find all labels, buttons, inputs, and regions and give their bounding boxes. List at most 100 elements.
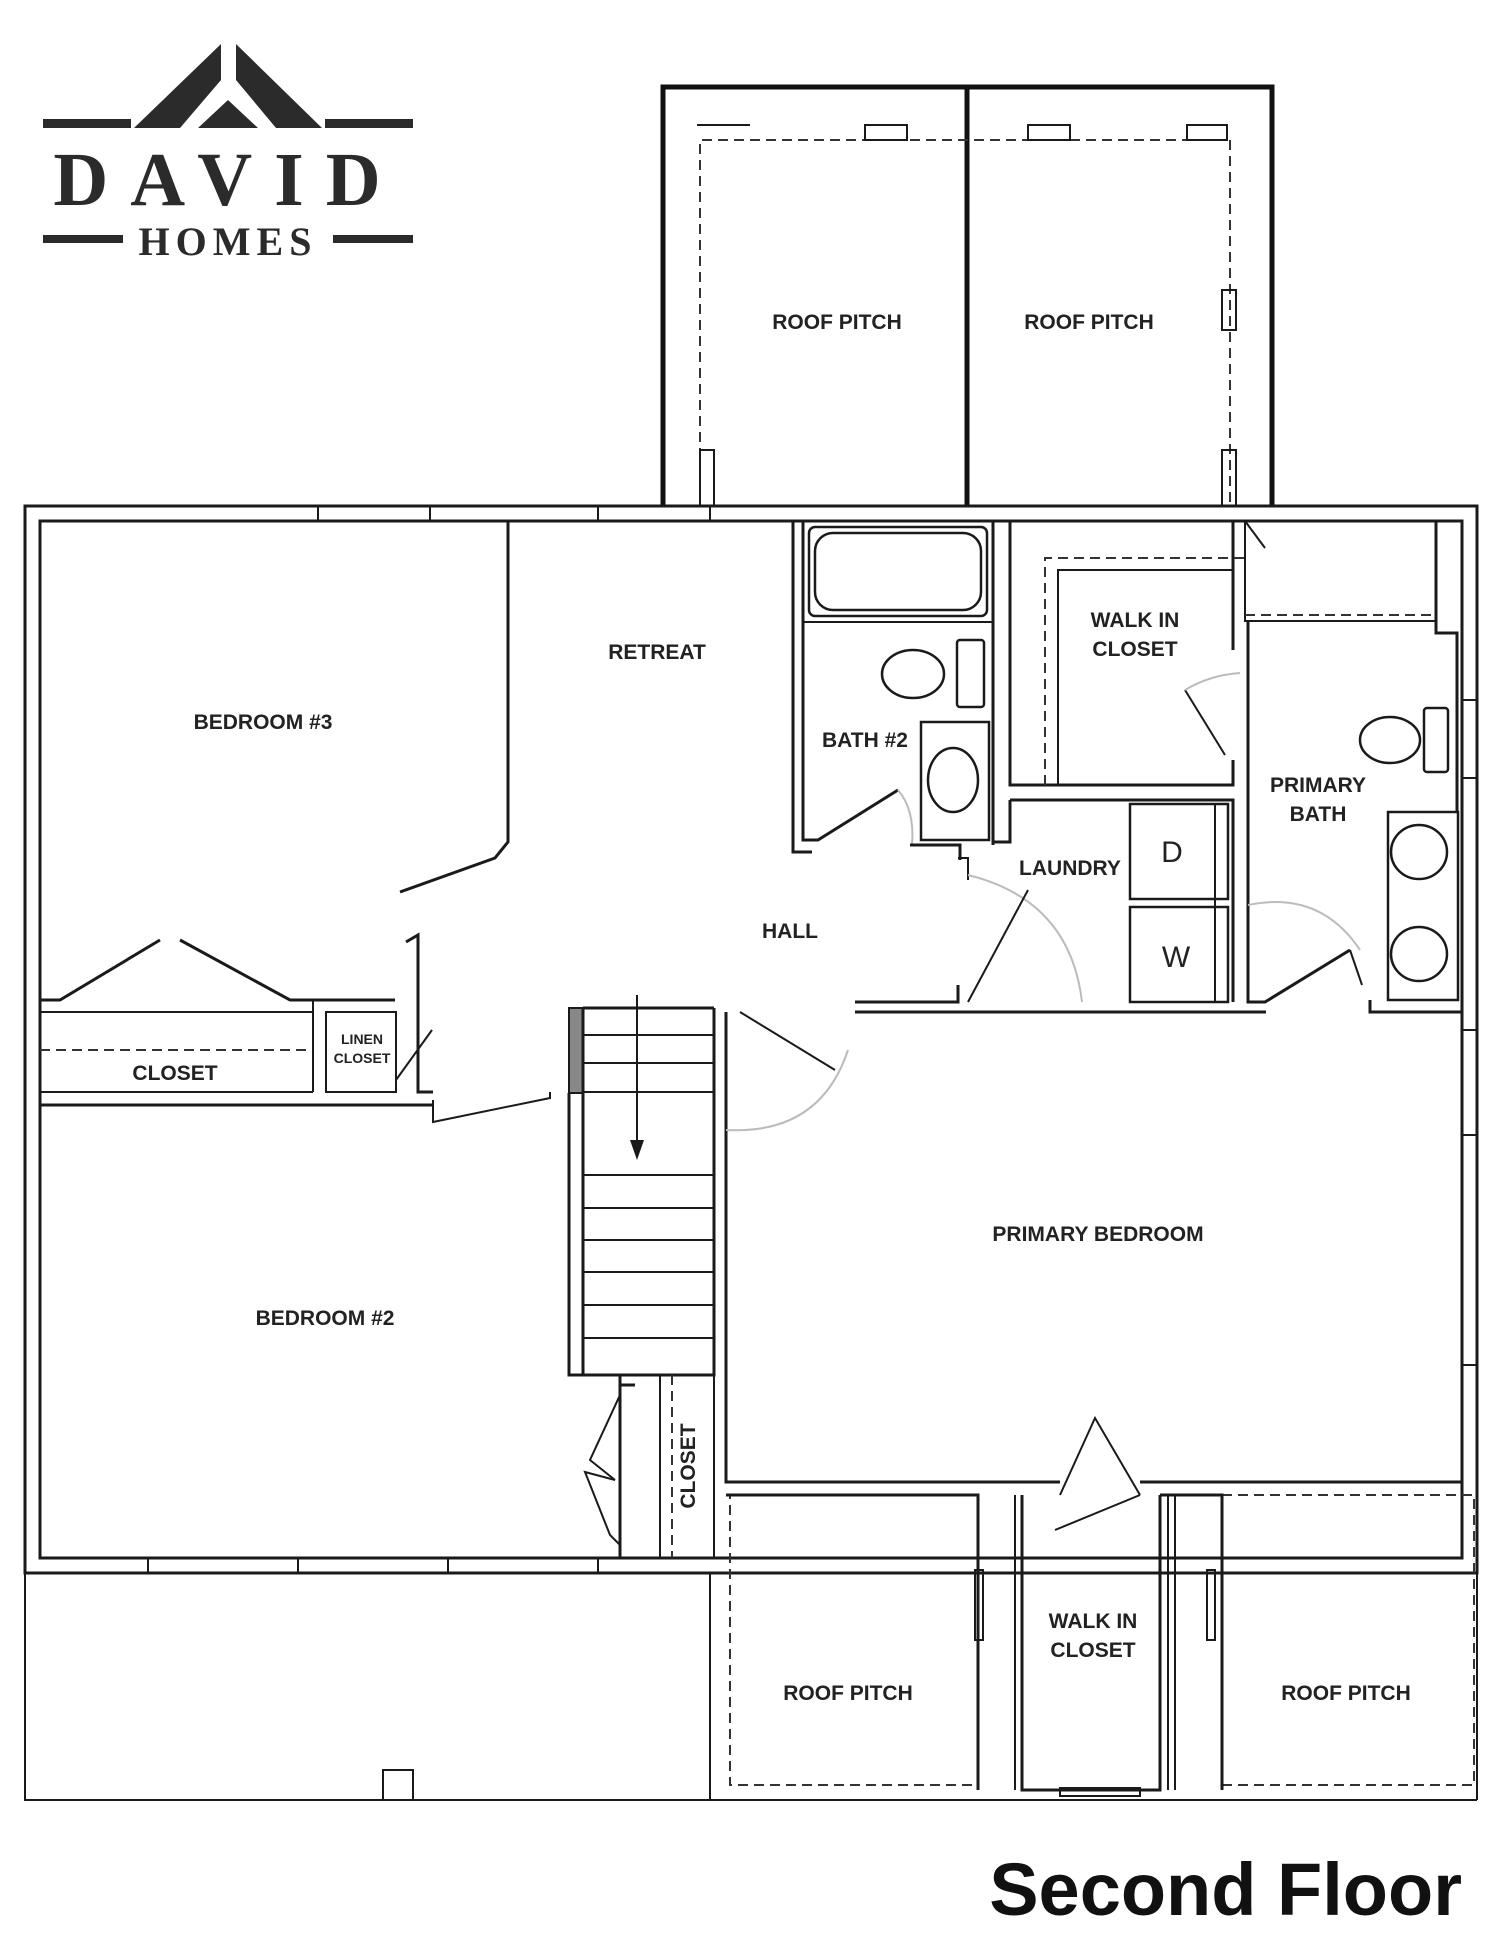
bedroom2-closet-box <box>659 1374 715 1559</box>
window-primary-bedroom <box>1461 1029 1478 1136</box>
logo-bar-left <box>43 119 131 128</box>
window-bedroom3 <box>317 505 431 522</box>
primary-sink-1 <box>1389 823 1449 881</box>
primary-bath-bottom <box>1368 1000 1462 1014</box>
laundry: D W LAUNDRY <box>855 798 1266 1014</box>
laundry-left-wall <box>993 800 1012 844</box>
stairs <box>567 995 716 1377</box>
linen-wall <box>405 932 433 1094</box>
laundry-door-jamb <box>958 857 969 880</box>
wic-bottom-label-1: WALK IN <box>1049 1610 1138 1633</box>
bath2-door-swing <box>897 789 914 846</box>
wic-top-walls <box>1008 521 1235 787</box>
laundry-walls <box>1010 798 1235 1002</box>
bathtub-basin <box>813 531 983 612</box>
bath2-label: BATH #2 <box>822 729 908 752</box>
closet-door-right <box>179 938 395 1002</box>
wic-bottom-right <box>1160 1493 1224 1790</box>
wic-bottom-door <box>1059 1415 1141 1496</box>
wic-pocket-door-left <box>974 1569 984 1641</box>
stair-treads <box>583 1034 714 1339</box>
washer <box>1128 905 1230 1004</box>
logo-david-text: DAVID <box>53 138 402 222</box>
porch-outline <box>24 1573 711 1801</box>
window-primary-bedroom-2 <box>1461 1134 1478 1366</box>
retreat-hall: RETREAT HALL <box>432 521 818 1124</box>
bedroom3-wall <box>399 521 510 894</box>
laundry-bottom-left <box>855 985 960 1004</box>
bedroom2-label: BEDROOM #2 <box>256 1307 395 1330</box>
window-primary-bath <box>1461 699 1478 779</box>
closet-door-left <box>40 938 161 1002</box>
primary-bedroom-label: PRIMARY BEDROOM <box>992 1223 1203 1246</box>
outer-walls <box>23 504 1479 1575</box>
dryer <box>1128 802 1230 901</box>
retreat-label: RETREAT <box>608 641 706 664</box>
primary-bath-label-2: BATH <box>1290 803 1347 826</box>
linen-door <box>395 1029 433 1081</box>
hall-label: HALL <box>762 920 818 943</box>
bedroom2: BEDROOM #2 CLOSET <box>40 1103 715 1559</box>
logo-bottom-bar-left <box>43 235 123 243</box>
bath2-left-wall <box>801 521 899 842</box>
primary-sink-2 <box>1389 925 1449 983</box>
roof-vent <box>864 124 908 141</box>
primary-bedroom-walls <box>724 1012 1060 1484</box>
logo-homes-text: HOMES <box>139 219 318 264</box>
closet-bedroom2-label: CLOSET <box>677 1423 700 1508</box>
wic-bottom-window <box>1059 1787 1141 1797</box>
laundry-door <box>967 889 1029 1003</box>
bedroom2-closet-door-1 <box>588 1394 621 1481</box>
linen-closet-box <box>325 1011 397 1093</box>
window-bedroom2-2 <box>447 1557 599 1574</box>
bath2-toilet-tank <box>955 638 986 709</box>
retreat-right-wall <box>791 521 812 854</box>
logo-bar-right <box>325 119 413 128</box>
top-roof-block: ROOF PITCH ROOF PITCH <box>660 84 1275 507</box>
primary-bath-door-swing <box>1247 901 1361 951</box>
outer-wall <box>23 504 1479 1575</box>
primary-toilet <box>1358 715 1422 765</box>
wic-bottom-left <box>726 1493 980 1790</box>
wic-top-label-1: WALK IN <box>1091 609 1180 632</box>
window-retreat <box>597 505 711 522</box>
dryer-label: D <box>1161 836 1183 869</box>
roof-dash-inner <box>699 139 1231 506</box>
linen-label-1: LINEN <box>341 1031 383 1047</box>
primary-door-swing <box>725 1049 849 1132</box>
lower-roof-area: ROOF PITCH ROOF PITCH <box>24 1494 1478 1801</box>
bedroom3-label: BEDROOM #3 <box>194 711 333 734</box>
primary-door <box>739 1011 836 1071</box>
wic-bottom-door-leaf <box>1054 1494 1141 1531</box>
roof-pitch-top-right-label: ROOF PITCH <box>1024 311 1154 334</box>
logo-bottom-bar-right <box>333 235 413 243</box>
bedroom3: BEDROOM #3 CLOSET <box>40 521 510 1093</box>
primary-bath: PRIMARY BATH <box>1244 520 1462 1014</box>
laundry-door-swing <box>967 874 1083 1003</box>
roof-pitch-bottom-left-dash <box>729 1494 979 1786</box>
bath2-sink <box>926 746 980 814</box>
logo-roof-center <box>198 100 258 128</box>
stairs-left-wall <box>567 1093 583 1377</box>
primary-bath-door <box>1349 949 1363 986</box>
roof-pitch-bottom-left-label: ROOF PITCH <box>783 1682 913 1705</box>
primary-bath-left-wall <box>1246 622 1351 1004</box>
linen-closet: LINEN CLOSET <box>325 932 433 1094</box>
primary-toilet-tank <box>1422 706 1450 774</box>
shower <box>1244 520 1437 622</box>
laundry-label: LAUNDRY <box>1019 857 1121 880</box>
shower-door <box>1244 520 1266 549</box>
walk-in-closet-bottom: WALK IN CLOSET <box>726 1493 1224 1797</box>
logo-roof-right <box>236 44 322 128</box>
wic-bottom-label-2: CLOSET <box>1050 1639 1135 1662</box>
closet-bedroom3-label: CLOSET <box>132 1062 217 1085</box>
roof-pitch-top-left-label: ROOF PITCH <box>772 311 902 334</box>
roof-pitch-bottom-right-dash <box>1221 1494 1475 1786</box>
wic-top-inner <box>1057 569 1233 785</box>
stairs-outline <box>581 1008 716 1377</box>
wic-top-shelf <box>1044 557 1245 785</box>
wic-top-door-swing <box>1184 672 1241 691</box>
hall-door-bedroom2 <box>432 1092 551 1124</box>
logo-roof-left <box>134 44 221 128</box>
